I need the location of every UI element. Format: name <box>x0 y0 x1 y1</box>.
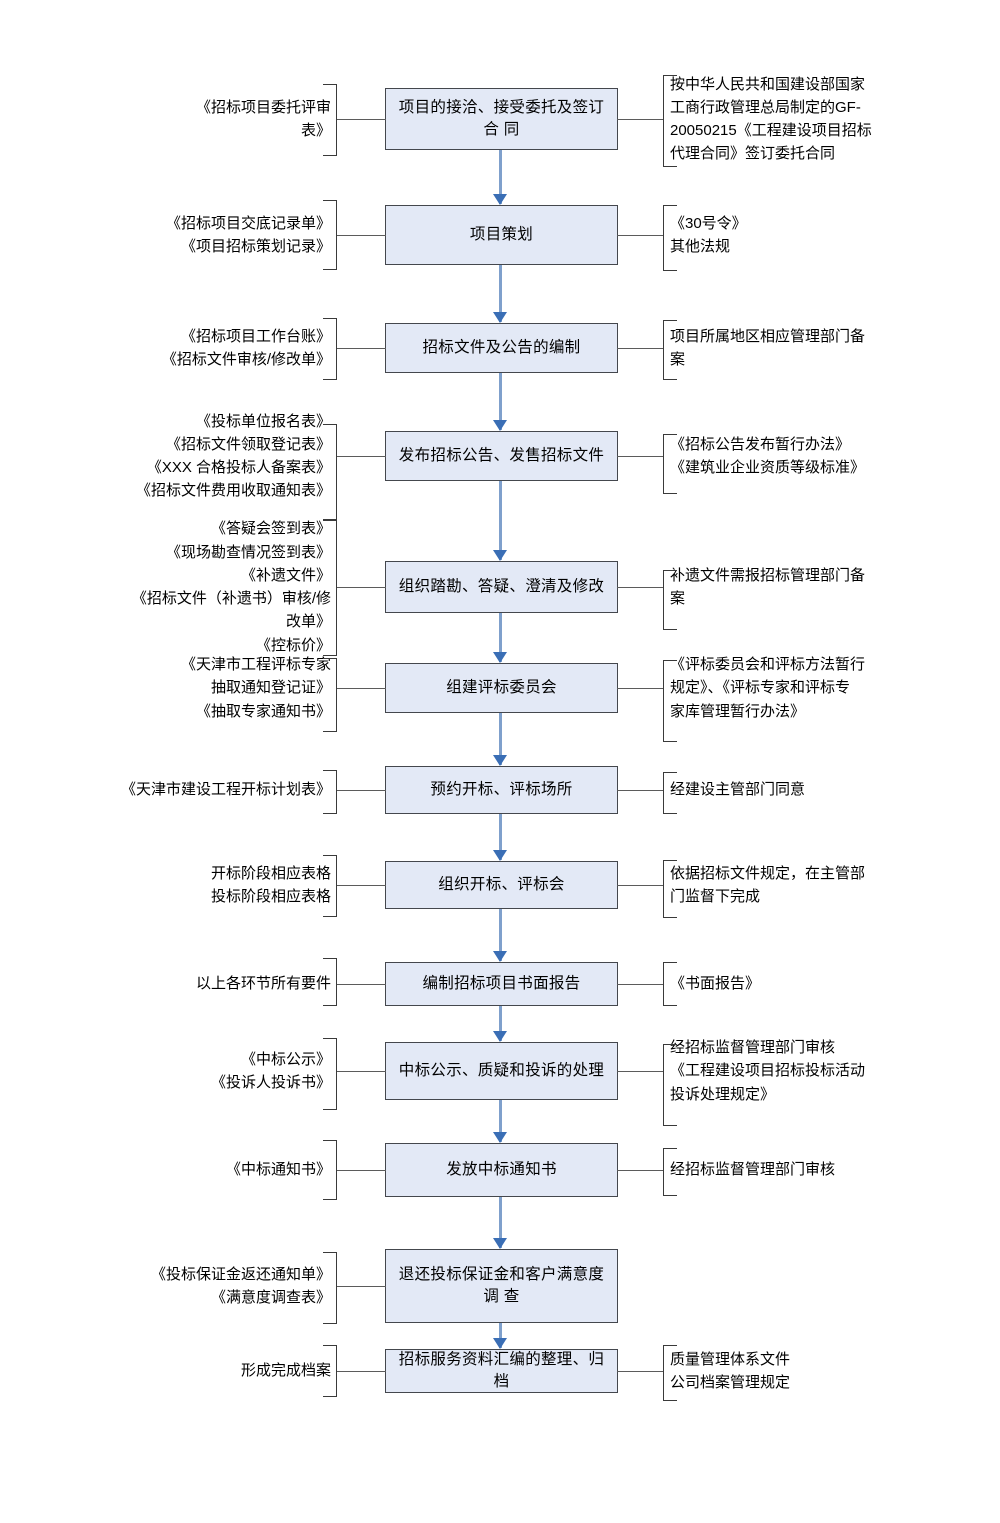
input-document-group-2: 《招标项目交底记录单》 《项目招标策划记录》 <box>166 165 337 305</box>
reference-note-label-1: 按中华人民共和国建设部国家 工商行政管理总局制定的GF- 20050215《工程… <box>670 75 872 163</box>
connector-right-4 <box>617 456 664 457</box>
flow-arrow-2-to-3 <box>498 265 502 322</box>
reference-note-group-3: 项目所属地区相应管理部门备 案 <box>663 278 865 418</box>
reference-note-label-3: 项目所属地区相应管理部门备 案 <box>670 327 866 368</box>
connector-right-13 <box>617 1371 664 1372</box>
flow-arrow-5-to-6 <box>498 613 502 662</box>
input-document-group-5: 《答疑会签到表》 《现场勘查情况签到表》 《补遗文件》 《招标文件（补遗书）审核… <box>132 517 337 657</box>
reference-note-label-6: 《评标委员会和评标方法暂行 规定》、《评标专家和评标专 家库管理暂行办法》 <box>670 656 866 720</box>
reference-note-label-5: 补遗文件需报招标管理部门备 案 <box>670 566 866 607</box>
flow-arrow-10-to-11 <box>498 1100 502 1142</box>
connector-left-11 <box>337 1170 386 1171</box>
input-document-group-13: 形成完成档案 <box>241 1301 337 1441</box>
input-document-label-10: 《中标公示》 《投诉人投诉书》 <box>210 1050 331 1091</box>
connector-left-10 <box>337 1071 386 1072</box>
connector-left-3 <box>337 348 386 349</box>
connector-left-9 <box>337 984 386 985</box>
connector-left-6 <box>337 688 386 689</box>
input-document-label-8: 开标阶段相应表格 投标阶段相应表格 <box>210 864 331 905</box>
connector-right-10 <box>617 1071 664 1072</box>
connector-right-11 <box>617 1170 664 1171</box>
reference-note-label-4: 《招标公告发布暂行办法》 《建筑业企业资质等级标准》 <box>670 435 866 476</box>
process-node-3: 招标文件及公告的编制 <box>385 323 618 373</box>
input-document-label-1: 《招标项目委托评审 表》 <box>195 98 331 139</box>
input-document-label-5: 《答疑会签到表》 《现场勘查情况签到表》 《补遗文件》 《招标文件（补遗书）审核… <box>131 520 331 654</box>
reference-note-group-10: 经招标监督管理部门审核 《工程建设项目招标投标活动 投诉处理规定》 <box>663 1001 865 1141</box>
connector-left-8 <box>337 885 386 886</box>
process-node-9: 编制招标项目书面报告 <box>385 962 618 1006</box>
input-document-label-12: 《投标保证金返还通知单》 《满意度调查表》 <box>150 1265 331 1306</box>
reference-note-group-8: 依据招标文件规定，在主管部 门监督下完成 <box>663 815 865 955</box>
reference-note-label-10: 经招标监督管理部门审核 《工程建设项目招标投标活动 投诉处理规定》 <box>670 1039 866 1103</box>
reference-note-group-11: 经招标监督管理部门审核 <box>663 1100 835 1240</box>
reference-note-label-2: 《30号令》 其他法规 <box>670 214 747 255</box>
input-document-label-3: 《招标项目工作台账》 《招标文件审核/修改单》 <box>161 327 331 368</box>
process-node-7: 预约开标、评标场所 <box>385 766 618 814</box>
reference-note-label-11: 经招标监督管理部门审核 <box>670 1161 836 1179</box>
flow-arrow-4-to-5 <box>498 481 502 560</box>
connector-left-12 <box>337 1286 386 1287</box>
input-document-group-1: 《招标项目委托评审 表》 <box>196 49 337 189</box>
flow-arrow-9-to-10 <box>498 1006 502 1041</box>
process-node-5: 组织踏勘、答疑、澄清及修改 <box>385 561 618 613</box>
flow-arrow-7-to-8 <box>498 814 502 860</box>
process-node-13: 招标服务资料汇编的整理、归档 <box>385 1349 618 1393</box>
connector-left-5 <box>337 587 386 588</box>
process-node-2: 项目策划 <box>385 205 618 265</box>
input-document-label-13: 形成完成档案 <box>240 1362 331 1380</box>
connector-left-13 <box>337 1371 386 1372</box>
input-document-label-4: 《投标单位报名表》 《招标文件领取登记表》 《XXX 合格投标人备案表》 《招标… <box>135 412 331 500</box>
input-document-label-2: 《招标项目交底记录单》 《项目招标策划记录》 <box>165 214 331 255</box>
reference-note-label-9: 《书面报告》 <box>670 975 761 993</box>
input-document-group-4: 《投标单位报名表》 《招标文件领取登记表》 《XXX 合格投标人备案表》 《招标… <box>136 386 337 526</box>
input-document-label-7: 《天津市建设工程开标计划表》 <box>120 781 331 799</box>
connector-right-3 <box>617 348 664 349</box>
reference-note-group-6: 《评标委员会和评标方法暂行 规定》、《评标专家和评标专 家库管理暂行办法》 <box>663 618 865 758</box>
input-document-label-6: 《天津市工程评标专家 抽取通知登记证》 《抽取专家通知书》 <box>180 656 331 720</box>
connector-left-1 <box>337 119 386 120</box>
flow-arrow-3-to-4 <box>498 373 502 430</box>
connector-right-6 <box>617 688 664 689</box>
connector-right-2 <box>617 235 664 236</box>
connector-left-4 <box>337 456 386 457</box>
input-document-group-8: 开标阶段相应表格 投标阶段相应表格 <box>211 815 337 955</box>
process-node-1: 项目的接洽、接受委托及签订合 同 <box>385 88 618 150</box>
connector-left-2 <box>337 235 386 236</box>
input-document-group-6: 《天津市工程评标专家 抽取通知登记证》 《抽取专家通知书》 <box>181 618 337 758</box>
process-node-10: 中标公示、质疑和投诉的处理 <box>385 1042 618 1100</box>
reference-note-label-7: 经建设主管部门同意 <box>670 781 806 799</box>
flow-arrow-8-to-9 <box>498 909 502 961</box>
process-node-4: 发布招标公告、发售招标文件 <box>385 431 618 481</box>
connector-right-7 <box>617 790 664 791</box>
process-node-8: 组织开标、评标会 <box>385 861 618 909</box>
reference-note-group-13: 质量管理体系文件 公司档案管理规定 <box>663 1301 790 1441</box>
connector-right-9 <box>617 984 664 985</box>
process-node-6: 组建评标委员会 <box>385 663 618 713</box>
connector-right-8 <box>617 885 664 886</box>
connector-right-5 <box>617 587 664 588</box>
flow-arrow-6-to-7 <box>498 713 502 765</box>
input-document-label-9: 以上各环节所有要件 <box>195 975 331 993</box>
flow-arrow-12-to-13 <box>498 1323 502 1348</box>
flow-arrow-11-to-12 <box>498 1197 502 1248</box>
input-document-group-12: 《投标保证金返还通知单》 《满意度调查表》 <box>151 1216 337 1356</box>
reference-note-label-8: 依据招标文件规定，在主管部 门监督下完成 <box>670 864 866 905</box>
reference-note-group-4: 《招标公告发布暂行办法》 《建筑业企业资质等级标准》 <box>663 386 865 526</box>
input-document-label-11: 《中标通知书》 <box>225 1161 331 1179</box>
connector-left-7 <box>337 790 386 791</box>
process-node-11: 发放中标通知书 <box>385 1143 618 1197</box>
connector-right-1 <box>617 119 664 120</box>
input-document-group-10: 《中标公示》 《投诉人投诉书》 <box>211 1001 337 1141</box>
reference-note-label-13: 质量管理体系文件 公司档案管理规定 <box>670 1350 791 1391</box>
process-node-12: 退还投标保证金和客户满意度调 查 <box>385 1249 618 1323</box>
flow-arrow-1-to-2 <box>498 150 502 204</box>
